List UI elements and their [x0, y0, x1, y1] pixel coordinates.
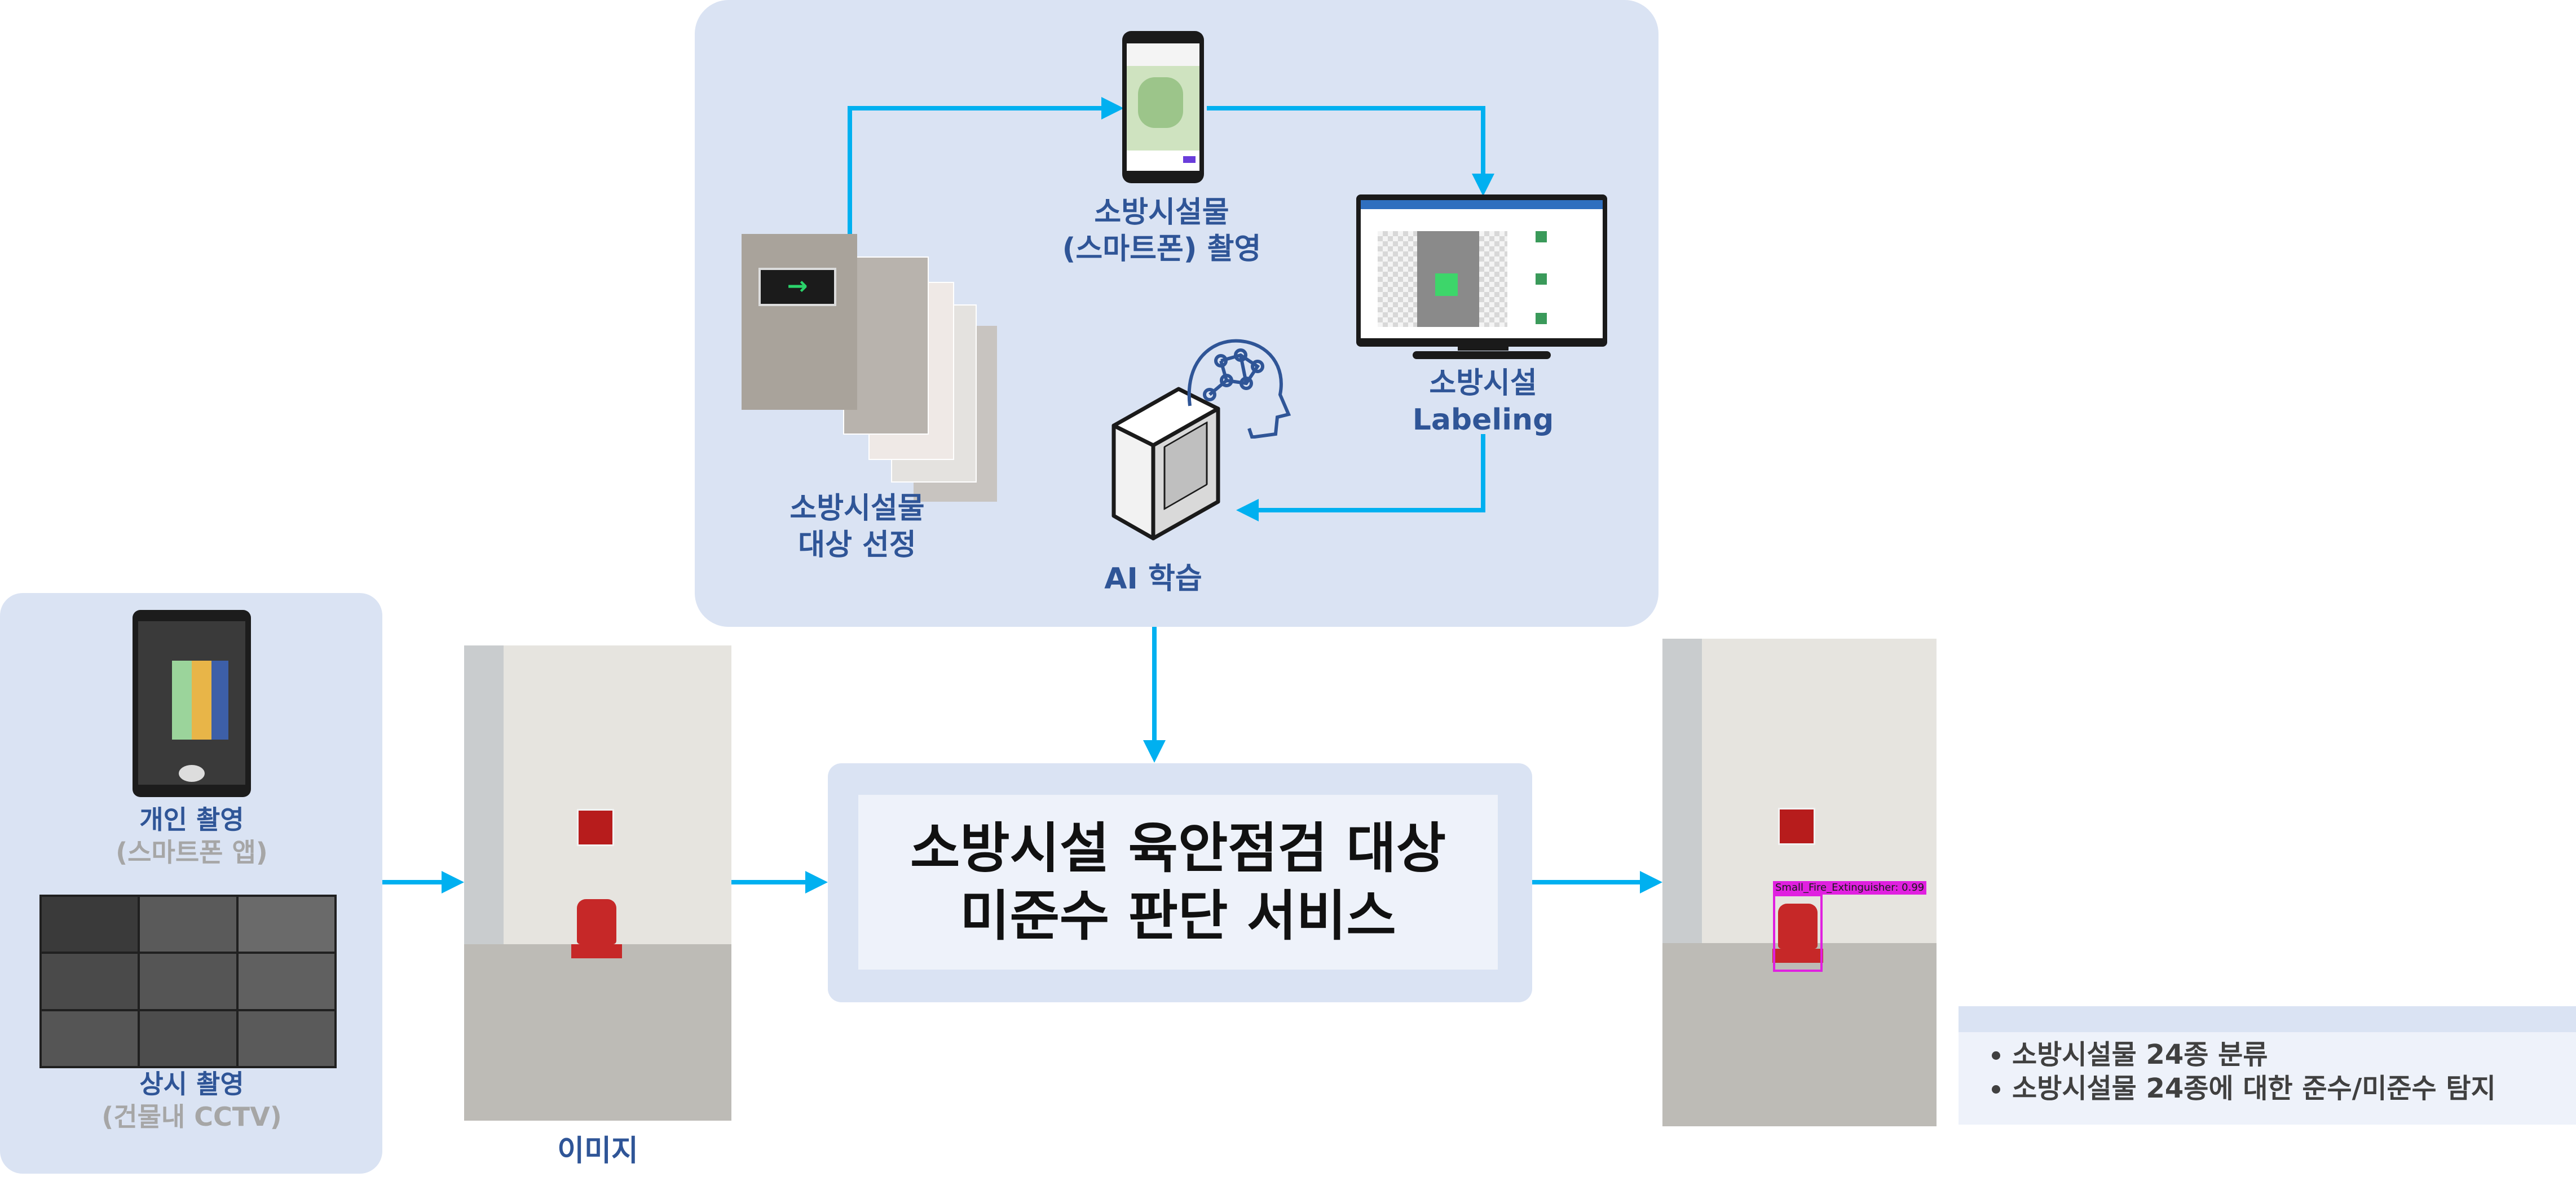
arrow-select-to-capture [848, 97, 1124, 237]
capture-line2: (스마트폰) 촬영 [1062, 232, 1261, 266]
capture-smartphone-icon [1122, 31, 1204, 183]
monitor-stand [1413, 351, 1551, 359]
fire-sign-icon [1778, 808, 1815, 845]
output-summary-box: 소방시설물 24종 분류 소방시설물 24종에 대한 준수/미준수 탐지 [1959, 1006, 2576, 1125]
output-image: Small_Fire_Extinguisher: 0.99 [1662, 639, 1937, 1126]
output-bullet-2: 소방시설물 24종에 대한 준수/미준수 탐지 [2012, 1072, 2496, 1105]
output-bullet-1: 소방시설물 24종 분류 [2012, 1038, 2496, 1072]
personal-capture-label: 개인 촬영 (스마트폰 앱) [51, 804, 333, 869]
fire-sign-icon [577, 809, 614, 846]
personal-subtitle: (스마트폰 앱) [116, 837, 268, 868]
fire-extinguisher-icon [1778, 904, 1818, 949]
output-bullet-list: 소방시설물 24종 분류 소방시설물 24종에 대한 준수/미준수 탐지 [1959, 1038, 2496, 1105]
fire-extinguisher-icon [577, 899, 616, 944]
service-title: 소방시설 육안점검 대상 미준수 판단 서비스 [858, 815, 1498, 950]
exit-sign-icon: → [758, 268, 836, 306]
input-image [464, 645, 731, 1121]
capture-step-label: 소방시설물 (스마트폰) 촬영 [1026, 194, 1297, 268]
ai-step-label: AI 학습 [1104, 562, 1202, 596]
service-line2: 미준수 판단 서비스 [960, 884, 1396, 948]
personal-title: 개인 촬영 [139, 804, 244, 835]
labeling-monitor-icon [1356, 194, 1607, 351]
capture-line1: 소방시설물 [1094, 196, 1229, 229]
select-step-label: 소방시설물 대상 선정 [727, 490, 987, 564]
select-line2: 대상 선정 [798, 528, 916, 562]
service-panel-inner [858, 795, 1498, 970]
continuous-subtitle: (건물내 CCTV) [102, 1101, 282, 1132]
labeling-line1: 소방시설 [1429, 366, 1537, 400]
input-image-label: 이미지 [557, 1134, 638, 1168]
arrow-capture-to-labeling [1207, 106, 1494, 196]
arrow-labeling-to-ai [1236, 434, 1485, 521]
labeling-line2: Labeling [1412, 403, 1554, 437]
detection-box [1773, 894, 1823, 972]
continuous-capture-label: 상시 촬영 (건물내 CCTV) [51, 1068, 333, 1133]
cctv-grid [39, 895, 337, 1068]
select-line1: 소방시설물 [789, 492, 925, 525]
personal-smartphone-icon [133, 610, 251, 797]
labeling-step-label: 소방시설 Labeling [1370, 365, 1596, 439]
service-line1: 소방시설 육안점검 대상 [910, 817, 1446, 880]
detection-label: Small_Fire_Extinguisher: 0.99 [1773, 881, 1927, 895]
continuous-title: 상시 촬영 [139, 1069, 244, 1099]
exit-sign-photo: → [742, 234, 857, 410]
